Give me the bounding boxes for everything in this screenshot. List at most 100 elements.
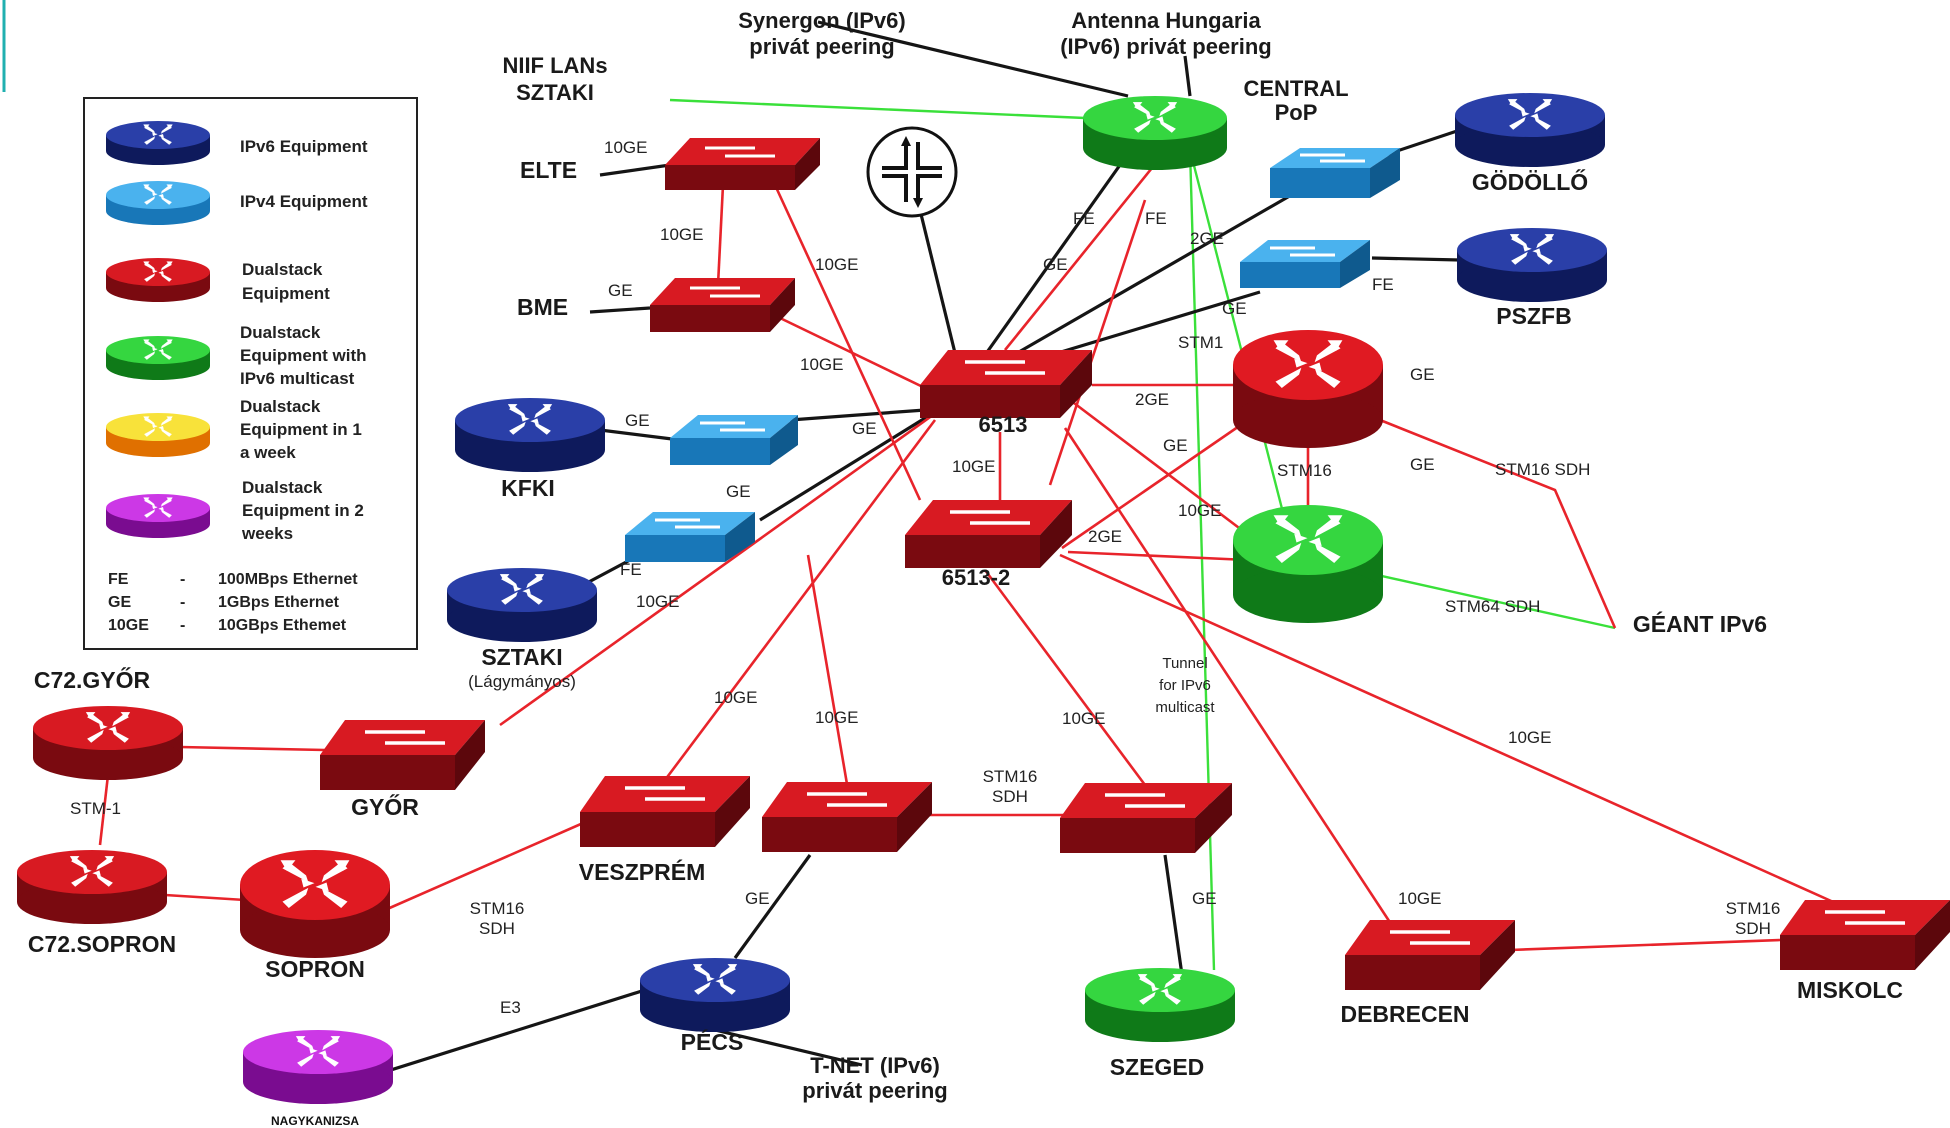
switch-ipv4-godollo [1270,148,1400,198]
multicast-router-icon [106,336,210,380]
link-bme-6513 [779,316,926,390]
label-sopron: SOPRON [265,956,365,982]
switch-veszprem [580,776,750,847]
switch-elte [665,138,820,190]
label-synergon-1: Synergon (IPv6) [738,8,905,33]
link-label: FE [620,560,642,579]
legend-item-oneweek-2: Equipment in 1 [240,420,362,439]
link-label: 10GE [815,255,858,274]
link-label: 10GE [1178,501,1221,520]
label-elte: ELTE [520,157,577,183]
link-label: GE [745,889,770,908]
link-label: STM-1 [70,799,121,818]
link-synergon-central [817,20,1129,98]
link-label: 2GE [1190,229,1224,248]
label-6513-2: 6513-2 [942,565,1011,590]
link-pszfb [1371,256,1461,262]
label-debrecen: DEBRECEN [1340,1001,1469,1027]
label-veszprem: VESZPRÉM [579,858,706,885]
legend-abbr-ge: GE [108,594,131,611]
link-label: SDH [992,787,1028,806]
label-tunnel-3: multicast [1155,699,1215,716]
link-6513-2-miskolc [1059,553,1841,907]
link-kfki-ipv4 [599,428,681,442]
legend-item-dualstack-2: Equipment [242,284,330,303]
label-szeged: SZEGED [1110,1054,1205,1080]
link-label: 10GE [1062,709,1105,728]
link-elte-bme [716,184,725,286]
legend-item-twoweeks-3: weeks [241,524,293,543]
router-pszfb [1457,228,1607,302]
link-stm16-sdh-geant [1379,418,1617,629]
label-tunnel-1: Tunnel [1162,655,1207,672]
legend-abbr-10ge: 10GE [108,617,149,634]
juniper-router-icon [866,126,958,218]
switch-ipv4-sztaki [625,512,755,562]
legend-dash: - [180,571,185,588]
legend-desc-10ge: 10GBps Ethemet [218,617,347,634]
link-szeged-6513-2 [983,569,1147,786]
link-label: 10GE [714,688,757,707]
switch-6513 [920,350,1092,418]
dualstack-router-icon [106,258,210,302]
switch-gyor [320,720,485,790]
label-c72-gyor: C72.GYŐR [34,666,151,693]
label-niif-2: SZTAKI [516,80,594,105]
link-c72sopron-sopron [164,893,246,902]
label-central-2: PoP [1275,100,1318,125]
label-sztaki-sub: (Lágymányos) [468,672,576,691]
router-kfki [455,398,605,472]
switch-6513-2 [905,500,1072,568]
router-godollo [1455,93,1605,167]
link-niif-central [669,98,1086,120]
link-6513-2-central [1048,199,1147,486]
link-label: SDH [1735,919,1771,938]
link-pecs-up [733,854,812,959]
link-labels: 10GE 10GE 10GE GE 10GE FE FE GE 2GE GE F… [70,138,1780,1017]
router-sztaki [447,568,597,642]
legend-item-ipv6: IPv6 Equipment [240,137,368,156]
link-label: 10GE [800,355,843,374]
node-labels: Synergon (IPv6) privát peering Antenna H… [28,8,1903,1128]
link-label: E3 [500,998,521,1017]
link-elte-6513-2 [773,184,922,501]
link-juniper-6513 [918,209,957,354]
link-label: STM16 SDH [1495,460,1590,479]
label-tunnel-2: for IPv6 [1159,677,1211,694]
link-label: 10GE [660,225,703,244]
link-szeged-up [1163,854,1184,976]
link-c72gyor-gyor [179,745,326,752]
link-label: 2GE [1135,390,1169,409]
label-nagykanizsa: NAGYKANIZSA [271,1114,359,1128]
label-kfki: KFKI [501,475,555,501]
link-6513-central-fe [1003,157,1162,351]
link-veszprem-6513 [663,419,937,781]
link-pecs-tnet [714,1028,863,1067]
link-label: GE [1222,299,1247,318]
label-tnet-2: privát peering [802,1078,947,1103]
link-label: SDH [479,919,515,938]
legend: IPv6 Equipment IPv4 Equipment Dualstack … [83,97,418,650]
label-central-1: CENTRAL [1243,76,1348,101]
label-antenna-1: Antenna Hungaria [1071,8,1261,33]
link-label: STM1 [1178,333,1223,352]
legend-item-twoweeks-1: Dualstack [242,478,323,497]
link-label: 10GE [636,592,679,611]
link-label: 10GE [952,457,995,476]
label-pszfb: PSZFB [1496,303,1571,329]
link-6513-2-red-router [1061,418,1249,550]
legend-item-multicast-2: Equipment with [240,346,367,365]
router-central-pop [1083,96,1227,170]
links [98,20,1841,1077]
label-6513: 6513 [979,412,1028,437]
legend-dash: - [180,617,185,634]
link-label: 10GE [604,138,647,157]
router-multicast-core [1233,505,1383,623]
link-label: GE [1410,455,1435,474]
legend-item-multicast-3: IPv6 multicast [240,369,355,388]
legend-desc-ge: 1GBps Ethernet [218,594,340,611]
ipv6-router-icon [106,121,210,165]
router-sopron [240,850,390,958]
link-6513-central [983,164,1122,356]
label-pecs: PÉCS [681,1028,744,1055]
